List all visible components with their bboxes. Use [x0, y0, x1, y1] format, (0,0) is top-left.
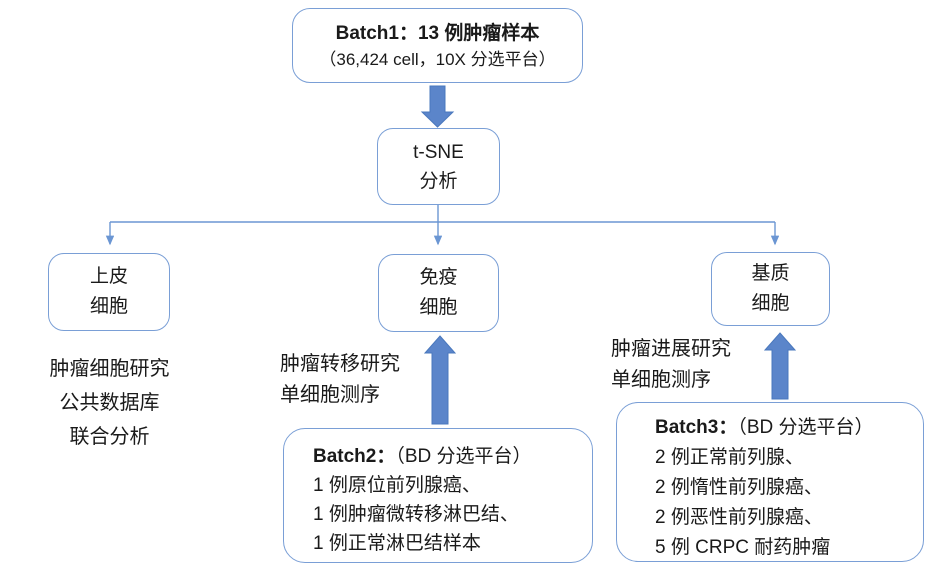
- immune-line2: 细胞: [419, 297, 458, 318]
- node-tsne: t-SNE 分析: [377, 128, 500, 205]
- batch3-item: 2 例恶性前列腺癌、: [655, 507, 823, 528]
- note-tumor-cell-research: 肿瘤细胞研究 公共数据库 联合分析: [22, 352, 197, 454]
- batch3-title-platform: （BD 分选平台）: [737, 417, 874, 438]
- batch2-title-row: Batch2：（BD 分选平台）: [313, 442, 582, 471]
- node-batch1: Batch1：13 例肿瘤样本 （36,424 cell，10X 分选平台）: [292, 8, 583, 83]
- batch2-title-platform: （BD 分选平台）: [395, 446, 532, 467]
- batch2-item: 1 例原位前列腺癌、: [313, 475, 481, 496]
- block-arrow-up-right-icon: [763, 332, 797, 400]
- batch1-subtitle: （36,424 cell，10X 分选平台）: [319, 49, 556, 69]
- batch3-title: Batch3：: [655, 417, 738, 438]
- note-left-line2: 公共数据库: [59, 392, 160, 414]
- batch3-item: 2 例正常前列腺、: [655, 447, 804, 468]
- epithelial-line1: 上皮: [89, 266, 128, 287]
- note-left-line3: 联合分析: [69, 426, 150, 448]
- stromal-line1: 基质: [751, 263, 790, 284]
- block-arrow-down-icon: [420, 85, 455, 128]
- note-tumor-metastasis-research: 肿瘤转移研究 单细胞测序: [280, 349, 400, 411]
- note-right-line2: 单细胞测序: [611, 369, 711, 391]
- batch3-item: 5 例 CRPC 耐药肿瘤: [655, 537, 831, 558]
- batch3-title-row: Batch3：（BD 分选平台）: [655, 413, 915, 443]
- note-right-line1: 肿瘤进展研究: [611, 338, 731, 360]
- batch3-item: 2 例惰性前列腺癌、: [655, 477, 823, 498]
- node-stromal-cells: 基质 细胞: [711, 252, 830, 326]
- note-middle-line2: 单细胞测序: [280, 384, 380, 406]
- node-batch3: Batch3：（BD 分选平台） 2 例正常前列腺、 2 例惰性前列腺癌、 2 …: [616, 402, 924, 562]
- note-left-line1: 肿瘤细胞研究: [49, 358, 170, 380]
- tsne-line2: 分析: [419, 170, 458, 192]
- note-tumor-progression-research: 肿瘤进展研究 单细胞测序: [611, 334, 731, 396]
- node-immune-cells: 免疫 细胞: [378, 254, 499, 332]
- note-middle-line1: 肿瘤转移研究: [280, 353, 400, 375]
- node-epithelial-cells: 上皮 细胞: [48, 253, 170, 331]
- batch2-item: 1 例正常淋巴结样本: [313, 533, 481, 554]
- batch2-item: 1 例肿瘤微转移淋巴结、: [313, 504, 519, 525]
- batch2-title: Batch2：: [313, 446, 396, 467]
- stromal-line2: 细胞: [751, 293, 790, 314]
- epithelial-line2: 细胞: [89, 296, 128, 317]
- immune-line1: 免疫: [419, 267, 458, 288]
- tsne-line1: t-SNE: [413, 141, 464, 163]
- node-batch2: Batch2：（BD 分选平台） 1 例原位前列腺癌、 1 例肿瘤微转移淋巴结、…: [283, 428, 593, 563]
- block-arrow-up-middle-icon: [423, 335, 457, 425]
- batch1-title: Batch1：13 例肿瘤样本: [335, 22, 540, 44]
